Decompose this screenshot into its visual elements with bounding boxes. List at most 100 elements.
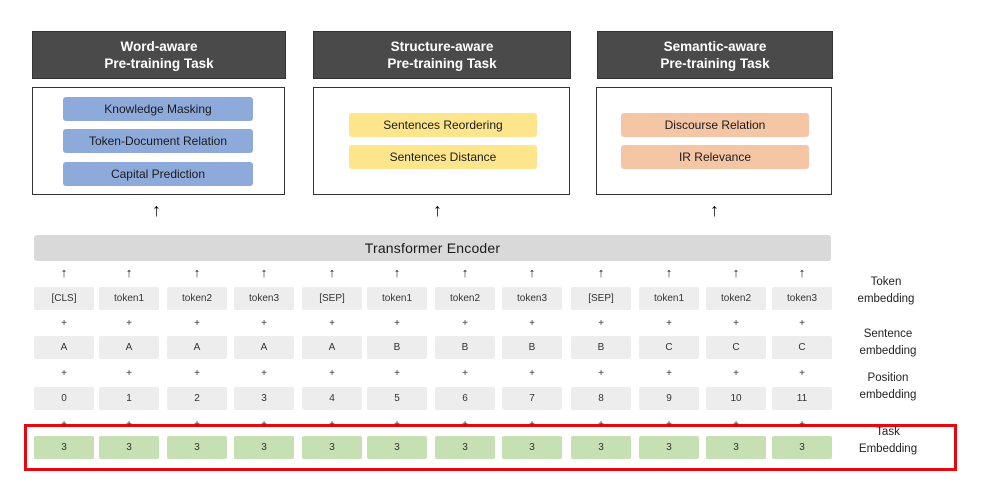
sentence-embedding-cell: C [706,336,766,359]
plus-sign: + [799,368,805,379]
plus-sign: + [462,318,468,329]
arrow-to-semantic-aware: ↑ [710,200,719,220]
position-embedding-cell: 7 [502,387,562,410]
token-arrow-2: ↑ [193,265,201,280]
task-embedding-cell: 3 [571,436,631,459]
plus-sign: + [329,419,335,430]
sentences-reordering-item: Sentences Reordering [349,113,537,137]
plus-sign: + [598,368,604,379]
sentence-embedding-cell: A [34,336,94,359]
token-arrow-0: ↑ [60,265,68,280]
position-embedding-cell: 1 [99,387,159,410]
plus-sign: + [733,318,739,329]
plus-sign: + [61,368,67,379]
plus-sign: + [194,419,200,430]
token-arrow-5: ↑ [393,265,401,280]
position-embedding-cell: 3 [234,387,294,410]
token-embedding-cell: [SEP] [302,287,362,310]
plus-sign: + [261,419,267,430]
sentence-embedding-cell: B [367,336,427,359]
plus-sign: + [261,318,267,329]
token-embedding-cell: token1 [639,287,699,310]
task-embedding-cell: 3 [99,436,159,459]
structure-aware-task-box [313,87,570,195]
plus-sign: + [529,368,535,379]
plus-sign: + [598,318,604,329]
position-embedding-cell: 11 [772,387,832,410]
token-embedding-cell: token2 [167,287,227,310]
token-embedding-cell: [SEP] [571,287,631,310]
plus-sign: + [598,419,604,430]
token-arrow-7: ↑ [528,265,536,280]
task-embedding-highlight [24,424,957,471]
plus-sign: + [394,318,400,329]
plus-sign: + [126,368,132,379]
task-embedding-cell: 3 [772,436,832,459]
token-arrow-4: ↑ [328,265,336,280]
sentence-embedding-cell: A [302,336,362,359]
plus-sign: + [733,419,739,430]
plus-sign: + [194,318,200,329]
token-arrow-8: ↑ [597,265,605,280]
plus-sign: + [529,318,535,329]
task-embedding-cell: 3 [34,436,94,459]
plus-sign: + [261,368,267,379]
token-document-relation-item: Token-Document Relation [63,129,253,153]
token-embedding-cell: token3 [502,287,562,310]
token-arrow-1: ↑ [125,265,133,280]
plus-sign: + [733,368,739,379]
plus-sign: + [799,419,805,430]
plus-sign: + [61,419,67,430]
task-embedding-cell: 3 [234,436,294,459]
token-embedding-cell: token2 [706,287,766,310]
sentence-embedding-cell: A [99,336,159,359]
token-arrow-3: ↑ [260,265,268,280]
position-embedding-cell: 8 [571,387,631,410]
ir-relevance-item: IR Relevance [621,145,809,169]
task-embedding-cell: 3 [502,436,562,459]
position-embedding-cell: 0 [34,387,94,410]
task-embedding-cell: 3 [302,436,362,459]
token-embedding-cell: token1 [99,287,159,310]
transformer-encoder: Transformer Encoder [34,235,831,261]
token-arrow-9: ↑ [665,265,673,280]
plus-sign: + [666,419,672,430]
task-embedding-cell: 3 [167,436,227,459]
sentence-embedding-cell: B [571,336,631,359]
knowledge-masking-item: Knowledge Masking [63,97,253,121]
plus-sign: + [194,368,200,379]
task-embedding-cell: 3 [639,436,699,459]
token-embedding-cell: [CLS] [34,287,94,310]
sentence-embedding-cell: B [435,336,495,359]
discourse-relation-item: Discourse Relation [621,113,809,137]
task-embedding-cell: 3 [706,436,766,459]
token-embedding-cell: token1 [367,287,427,310]
token-arrow-6: ↑ [461,265,469,280]
plus-sign: + [394,419,400,430]
arrow-to-word-aware: ↑ [152,200,161,220]
sentence-embedding-cell: B [502,336,562,359]
plus-sign: + [666,318,672,329]
token-arrow-10: ↑ [732,265,740,280]
sentence-embedding-cell: A [234,336,294,359]
sentence-embedding-cell: C [772,336,832,359]
plus-sign: + [126,419,132,430]
plus-sign: + [126,318,132,329]
position-embedding-cell: 2 [167,387,227,410]
token-arrow-11: ↑ [798,265,806,280]
plus-sign: + [61,318,67,329]
token-embedding-cell: token2 [435,287,495,310]
semantic-aware-task-box [596,87,832,195]
task-embedding-cell: 3 [435,436,495,459]
plus-sign: + [329,318,335,329]
capital-prediction-item: Capital Prediction [63,162,253,186]
plus-sign: + [462,419,468,430]
plus-sign: + [394,368,400,379]
plus-sign: + [462,368,468,379]
